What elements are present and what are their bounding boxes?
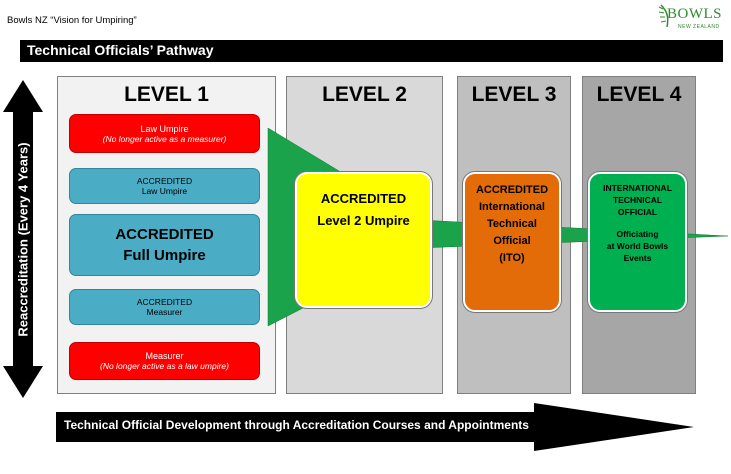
- full-umpire-line1: ACCREDITED: [115, 226, 214, 243]
- level-2-umpire-box: ACCREDITED Level 2 Umpire: [295, 172, 432, 308]
- level-4-line3: OFFICIAL: [617, 207, 658, 217]
- law-umpire-note: (No longer active as a measurer): [102, 133, 227, 144]
- level-2-line2: Level 2 Umpire: [317, 213, 410, 228]
- level-2-title: LEVEL 2: [322, 83, 407, 106]
- level-1-title: LEVEL 1: [124, 83, 209, 106]
- page-title: Technical Officials’ Pathway: [27, 42, 214, 58]
- world-bowls-official-box: INTERNATIONAL TECHNICAL OFFICIAL Officia…: [588, 172, 687, 312]
- ito-line5: (ITO): [499, 252, 525, 264]
- accredited-law-umpire-line2: Law Umpire: [141, 186, 188, 196]
- ito-line4: Official: [493, 235, 531, 247]
- document-title: Bowls NZ “Vision for Umpiring”: [7, 15, 137, 26]
- development-arrow: [56, 403, 694, 451]
- level-4-line1: INTERNATIONAL: [603, 183, 672, 193]
- reaccreditation-double-arrow: [3, 80, 43, 398]
- logo-wordmark: BOWLS: [667, 6, 722, 22]
- full-umpire-line2: Full Umpire: [123, 247, 206, 264]
- measurer-note: (No longer active as a law umpire): [100, 361, 229, 371]
- accredited-measurer-box: ACCREDITED Measurer: [69, 289, 260, 325]
- title-bar: [20, 40, 723, 62]
- measurer-title: Measurer: [145, 351, 184, 361]
- accredited-measurer-line2: Measurer: [146, 307, 183, 317]
- development-arrow-label: Technical Official Development through A…: [64, 418, 529, 432]
- accredited-measurer-line1: ACCREDITED: [136, 297, 193, 307]
- level-4-line4: Officiating: [616, 229, 659, 239]
- level-2-line1: ACCREDITED: [320, 191, 407, 206]
- accredited-full-umpire-box: ACCREDITED Full Umpire: [69, 214, 260, 276]
- accredited-law-umpire-box: ACCREDITED Law Umpire: [69, 168, 260, 204]
- law-umpire-title: Law Umpire: [140, 123, 189, 134]
- ito-line2: International: [478, 201, 545, 213]
- level-3-title: LEVEL 3: [471, 83, 557, 106]
- level-4-title: LEVEL 4: [596, 83, 682, 106]
- level-4-line5: at World Bowls: [606, 241, 669, 251]
- accredited-law-umpire-line1: ACCREDITED: [136, 176, 193, 186]
- measurer-box: Measurer (No longer active as a law umpi…: [69, 342, 260, 380]
- ito-line1: ACCREDITED: [475, 184, 549, 196]
- fern-logo-icon: [658, 4, 669, 28]
- level-4-line2: TECHNICAL: [612, 195, 663, 205]
- level-4-line6: Events: [623, 253, 652, 263]
- ito-line3: Technical: [487, 218, 537, 230]
- ito-box: ACCREDITED International Technical Offic…: [463, 172, 561, 312]
- law-umpire-box: Law Umpire (No longer active as a measur…: [69, 114, 260, 153]
- logo-subtitle: NEW ZEALAND: [678, 24, 720, 30]
